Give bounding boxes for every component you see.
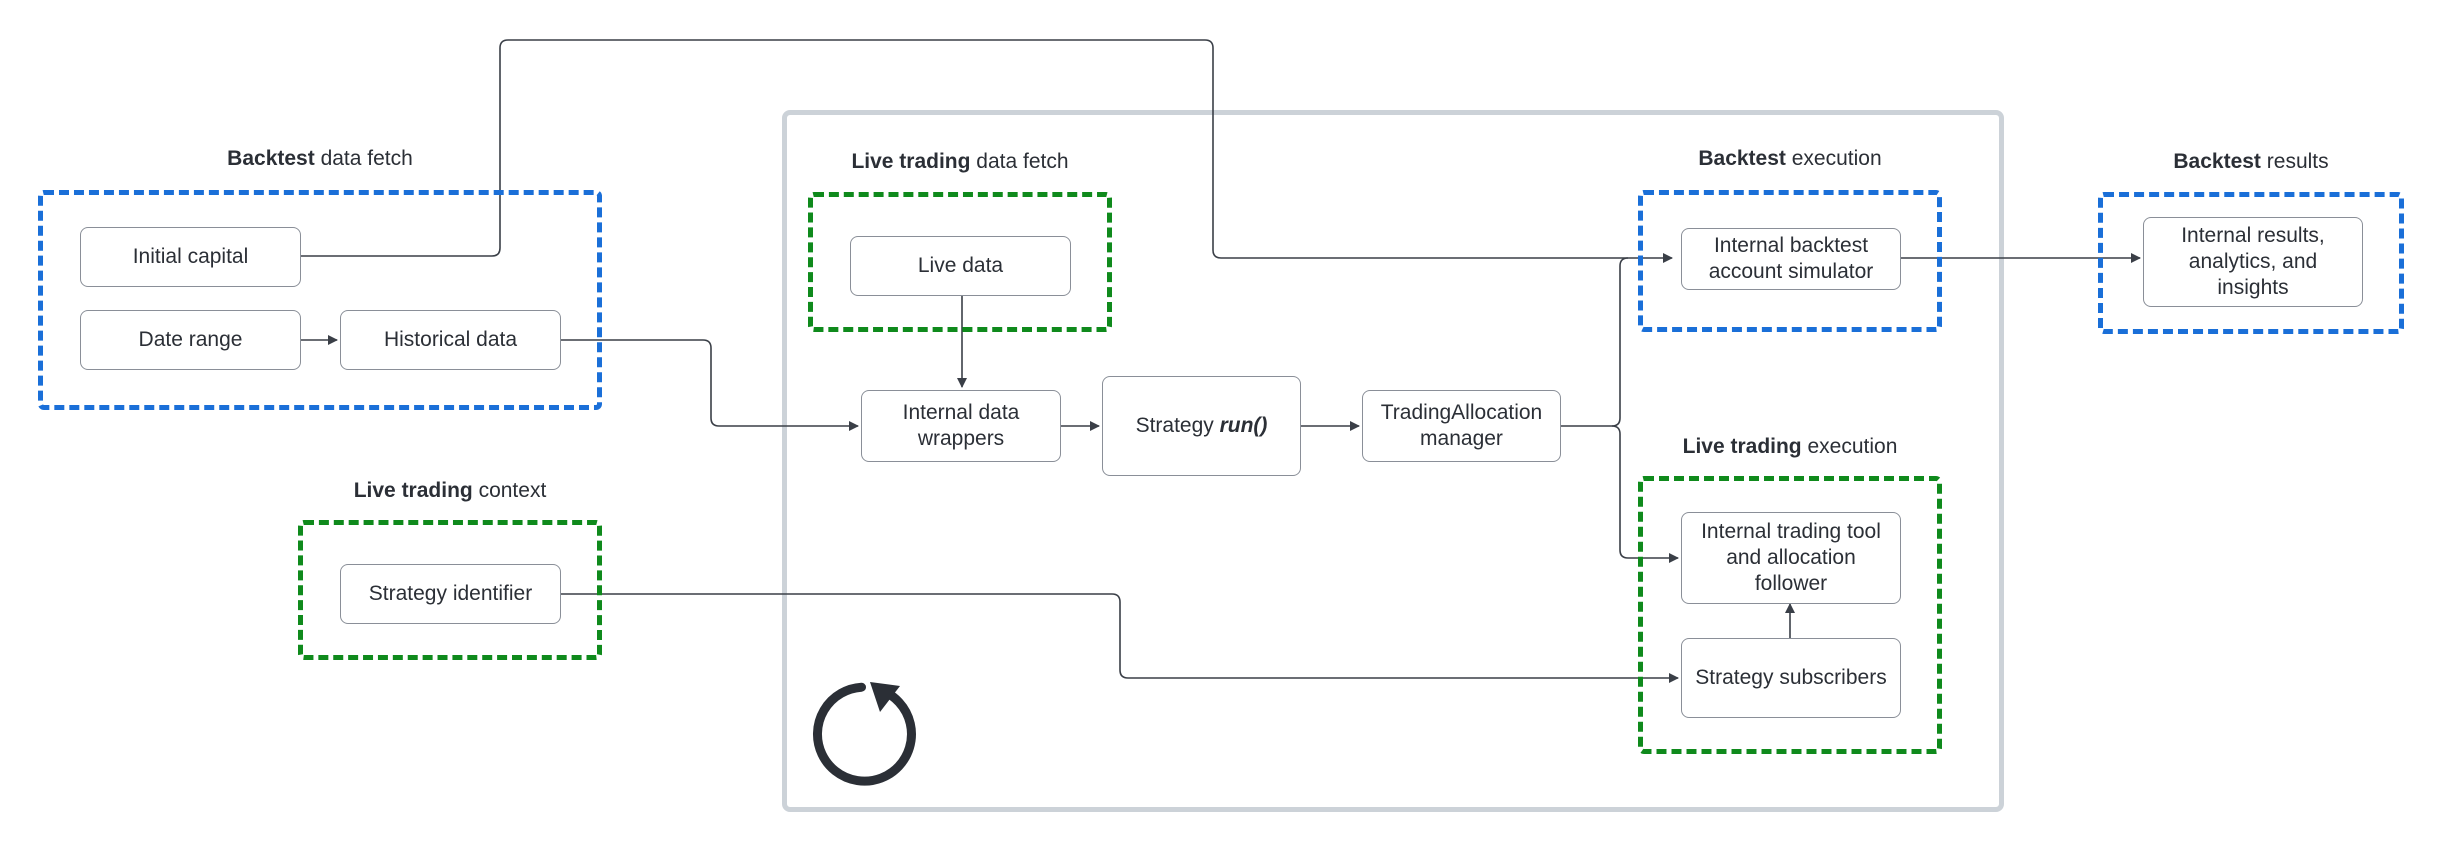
title-rest: results (2260, 150, 2329, 173)
live-data-node: Live data (850, 236, 1071, 296)
edge-manager-branch (1561, 257, 1629, 427)
live-trading-data-fetch-title: Live trading data fetch (851, 150, 1068, 174)
node-label: Strategy identifier (368, 582, 533, 605)
title-rest: execution (1801, 435, 1898, 458)
edge-manager-to-tradingtool (1611, 425, 1679, 563)
title-bold: Live trading (851, 150, 971, 173)
live-trading-execution-title: Live trading execution (1683, 435, 1898, 459)
node-label-line-2: manager (1420, 427, 1503, 450)
node-label-line-2: analytics, and insights (2188, 250, 2318, 299)
backtest-execution-group (1638, 190, 1942, 332)
live-trading-execution-group (1638, 476, 1942, 754)
title-rest: data fetch (970, 150, 1069, 173)
internal-data-wrappers-node: Internal data wrappers (861, 390, 1061, 462)
title-rest: execution (1785, 147, 1882, 170)
node-label: Historical data (383, 328, 518, 351)
node-label-line-2: and allocation (1726, 546, 1856, 569)
node-label: Strategy run() (1136, 413, 1268, 439)
backtest-execution-title: Backtest execution (1698, 147, 1881, 171)
trading-tool-follower-node: Internal trading tool and allocation fol… (1681, 512, 1901, 604)
strategy-loop-container (782, 110, 2004, 812)
strategy-run-node: Strategy run() (1102, 376, 1301, 476)
strategy-prefix: Strategy (1135, 414, 1220, 437)
strategy-subscribers-node: Strategy subscribers (1681, 638, 1901, 718)
node-label-line-2: wrappers (917, 427, 1005, 450)
live-trading-context-group (298, 520, 602, 660)
loop-arrow-icon (813, 682, 916, 786)
initial-capital-node: Initial capital (80, 227, 301, 287)
node-label-line-2: account simulator (1708, 260, 1874, 283)
backtest-data-fetch-group (38, 190, 602, 410)
trading-allocation-manager-node: TradingAllocation manager (1362, 390, 1561, 462)
edge-historical-to-wrappers (561, 339, 859, 431)
node-label: Initial capital (132, 245, 249, 268)
backtest-results-group (2098, 192, 2404, 334)
run-method: run() (1219, 414, 1268, 437)
live-trading-data-fetch-group (808, 192, 1112, 332)
title-bold: Backtest (2173, 150, 2261, 173)
live-trading-context-title: Live trading context (354, 479, 547, 503)
title-bold: Live trading (1682, 435, 1802, 458)
title-rest: data fetch (314, 147, 413, 170)
backtest-results-title: Backtest results (2173, 150, 2328, 174)
node-label: Live data (917, 254, 1004, 277)
title-bold: Backtest (1698, 147, 1786, 170)
node-label: Strategy subscribers (1695, 666, 1887, 689)
node-label-line-1: Internal data (902, 401, 1020, 424)
node-label-line-3: follower (1754, 572, 1828, 595)
date-range-node: Date range (80, 310, 301, 370)
node-label-line-1: TradingAllocation (1380, 401, 1543, 424)
edge-capital-to-simulator (301, 39, 1673, 263)
node-label-line-1: Internal trading tool (1701, 520, 1881, 543)
title-bold: Backtest (227, 147, 315, 170)
edge-identifier-to-subscribers (561, 593, 1679, 683)
backtest-data-fetch-title: Backtest data fetch (227, 147, 413, 171)
title-rest: context (472, 479, 547, 502)
node-label: Date range (138, 328, 243, 351)
node-label-line-1: Internal backtest (1713, 234, 1869, 257)
results-analytics-node: Internal results, analytics, and insight… (2143, 217, 2363, 307)
strategy-identifier-node: Strategy identifier (340, 564, 561, 624)
historical-data-node: Historical data (340, 310, 561, 370)
node-label-line-1: Internal results, (2181, 224, 2325, 247)
title-bold: Live trading (353, 479, 473, 502)
backtest-simulator-node: Internal backtest account simulator (1681, 228, 1901, 290)
